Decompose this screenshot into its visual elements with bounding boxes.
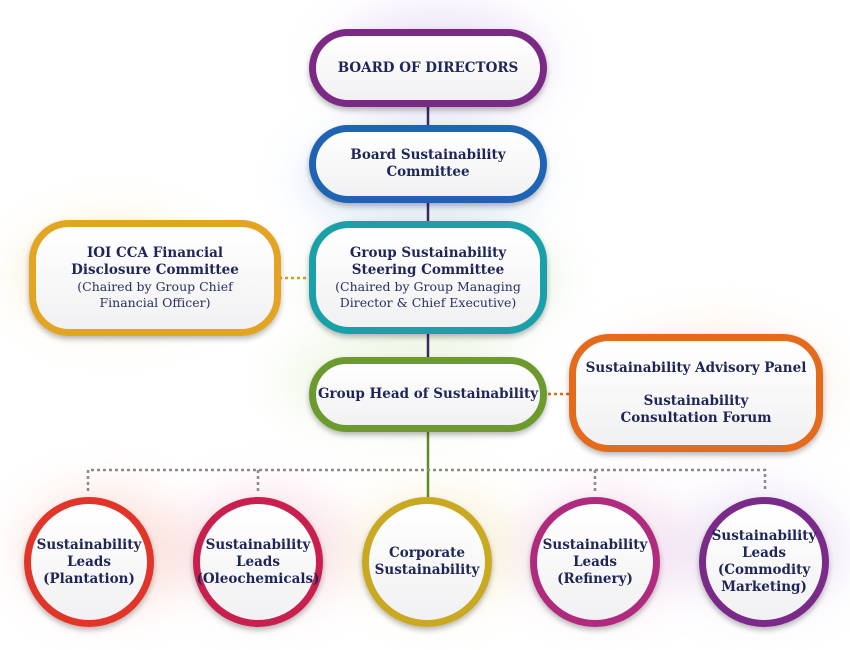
oleochemicals-line2: Leads <box>236 553 280 570</box>
board-committee-line2: Committee <box>386 164 470 180</box>
head-label: Group Head of Sustainability <box>317 386 539 402</box>
commodity-line1: Sustainability <box>711 528 817 544</box>
board-sustainability-committee-node: Board Sustainability Committee <box>309 125 547 203</box>
advisory-line2: Sustainability <box>643 392 749 409</box>
ioi-cca-line1: IOI CCA Financial <box>86 245 224 261</box>
plantation-line1: Sustainability <box>36 536 142 553</box>
ioi-cca-line2: Disclosure Committee <box>71 262 239 278</box>
ioi-cca-sub2: Financial Officer) <box>99 295 211 310</box>
oleochemicals-line3: (Oleochemicals) <box>196 570 320 587</box>
dotted-bus-leads <box>86 468 767 491</box>
corporate-sustainability-node: Corporate Sustainability <box>362 497 492 627</box>
refinery-line1: Sustainability <box>542 536 648 553</box>
refinery-line3: (Refinery) <box>557 570 633 587</box>
ioi-cca-sub1: (Chaired by Group Chief <box>77 279 233 294</box>
corporate-line2: Sustainability <box>374 562 480 578</box>
steering-line1: Group Sustainability <box>349 244 507 261</box>
ioi-cca-committee-node: IOI CCA Financial Disclosure Committee (… <box>29 220 281 336</box>
group-head-node: Group Head of Sustainability <box>309 357 547 432</box>
board-label: BOARD OF DIRECTORS <box>337 59 519 76</box>
oleochemicals-line1: Sustainability <box>205 536 311 553</box>
board-committee-line1: Board Sustainability <box>350 147 506 163</box>
corporate-line1: Corporate <box>389 545 465 561</box>
plantation-line3: (Plantation) <box>43 570 135 587</box>
plantation-leads-node: Sustainability Leads (Plantation) <box>24 497 154 627</box>
board-of-directors-node: BOARD OF DIRECTORS <box>309 29 547 107</box>
advisory-line3: Consultation Forum <box>620 409 772 426</box>
commodity-line2: Leads <box>742 545 786 561</box>
steering-committee-node: Group Sustainability Steering Committee … <box>309 221 547 334</box>
advisory-line1: Sustainability Advisory Panel <box>585 359 807 376</box>
plantation-line2: Leads <box>67 553 111 570</box>
steering-line2: Steering Committee <box>351 261 505 278</box>
refinery-leads-node: Sustainability Leads (Refinery) <box>530 497 660 627</box>
refinery-line2: Leads <box>573 553 617 570</box>
oleochemicals-leads-node: Sustainability Leads (Oleochemicals) <box>193 497 323 627</box>
steering-sub1: (Chaired by Group Managing <box>335 278 521 294</box>
commodity-marketing-leads-node: Sustainability Leads (Commodity Marketin… <box>699 497 829 627</box>
advisory-panel-node: Sustainability Advisory Panel Sustainabi… <box>569 334 823 452</box>
steering-sub2: Director & Chief Executive) <box>339 294 517 310</box>
commodity-line4: Marketing) <box>721 579 807 595</box>
commodity-line3: (Commodity <box>717 562 811 578</box>
